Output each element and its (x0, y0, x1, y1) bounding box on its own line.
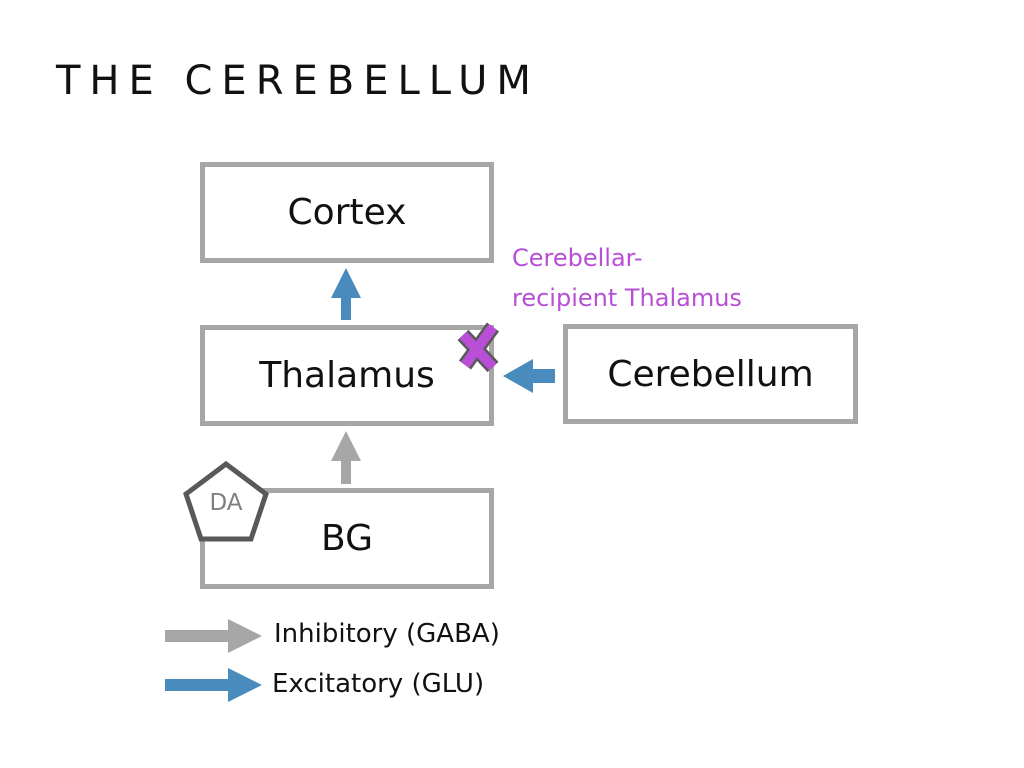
arrow-bg-to-thalamus (331, 431, 361, 484)
legend-excitatory-label: Excitatory (GLU) (272, 669, 485, 699)
blocked-marker (457, 322, 500, 373)
legend-inhibitory-label: Inhibitory (GABA) (274, 619, 500, 649)
annotation-line-2: recipient Thalamus (512, 284, 742, 312)
cortex-node: Cortex (200, 162, 494, 263)
arrow-thalamus-to-cortex (331, 268, 361, 320)
arrow-cerebellum-to-thalamus (503, 359, 555, 393)
basal-ganglia-label: BG (321, 518, 373, 559)
thalamus-node: Thalamus (200, 325, 494, 426)
legend-inhibitory-arrow (165, 619, 262, 653)
slide-title: THE CEREBELLUM (56, 58, 540, 104)
cerebellum-node: Cerebellum (563, 324, 858, 424)
legend-excitatory-arrow (165, 668, 262, 702)
cortex-label: Cortex (287, 192, 407, 233)
dopamine-marker: DA (182, 460, 270, 544)
dopamine-label: DA (209, 490, 243, 516)
cerebellum-label: Cerebellum (607, 353, 814, 395)
cerebellar-recipient-thalamus-annotation: Cerebellar- recipient Thalamus (512, 238, 742, 318)
pentagon-icon (183, 460, 269, 542)
annotation-line-1: Cerebellar- (512, 244, 643, 272)
thalamus-label: Thalamus (259, 355, 435, 396)
